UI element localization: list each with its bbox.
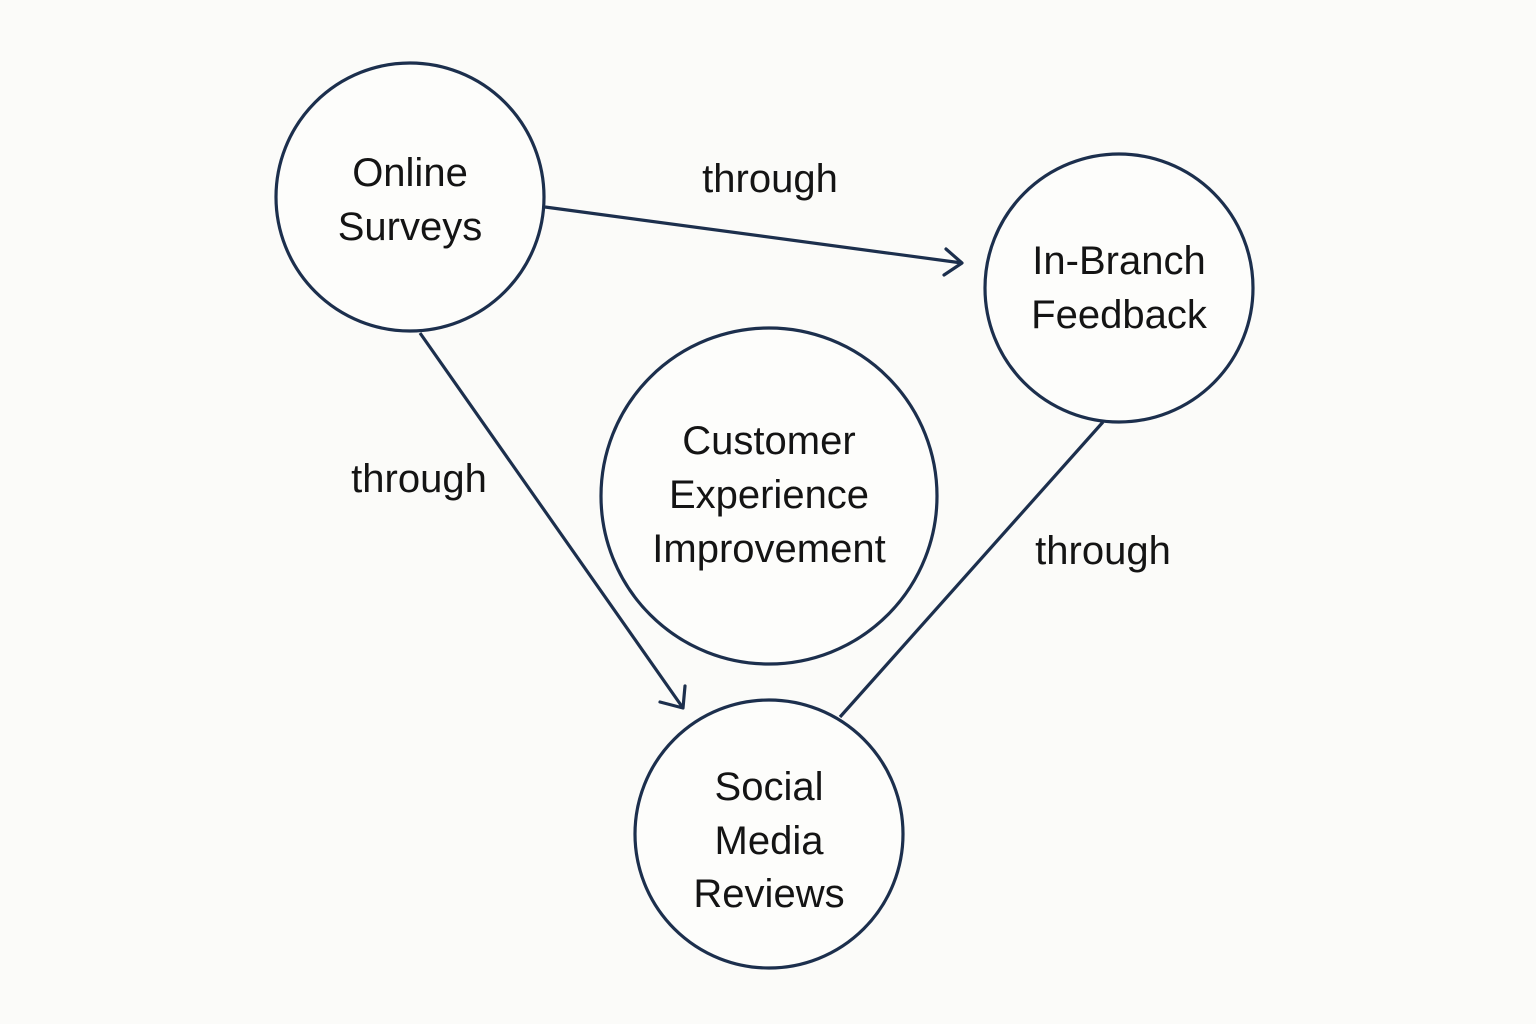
node-label-online-surveys-line2: Surveys	[338, 205, 483, 249]
edge-label-branch-to-social: through	[1035, 529, 1171, 573]
node-customer-experience-improvement: Customer Experience Improvement	[599, 326, 939, 666]
edge-label-surveys-to-branch: through	[702, 157, 838, 201]
edge-line-branch-to-social	[838, 420, 1105, 719]
node-circle-online-surveys	[274, 61, 546, 333]
node-label-online-surveys-line1: Online	[352, 151, 468, 195]
edge-line-surveys-to-social	[418, 332, 685, 709]
node-label-social-media-line1: Social	[715, 765, 824, 809]
node-in-branch-feedback: In-Branch Feedback	[983, 152, 1255, 424]
arrowhead-branch	[942, 247, 964, 277]
node-label-in-branch-feedback-line1: In-Branch	[1032, 239, 1205, 283]
node-circle-customer-experience-improvement	[599, 326, 939, 666]
node-social-media-reviews: Social Media Reviews	[633, 698, 905, 970]
node-label-in-branch-feedback-line2: Feedback	[1031, 293, 1208, 337]
node-online-surveys: Online Surveys	[274, 61, 546, 333]
edge-surveys-to-branch: through	[544, 157, 964, 277]
node-label-customer-experience-line3: Improvement	[652, 527, 885, 571]
arrowhead-social	[658, 684, 687, 710]
edge-label-surveys-to-social: through	[351, 457, 487, 501]
edge-branch-to-social: through	[838, 420, 1171, 719]
edge-line-surveys-to-branch	[544, 205, 963, 265]
node-circle-social-media-reviews	[633, 698, 905, 970]
node-label-customer-experience-line2: Experience	[669, 473, 869, 517]
node-label-social-media-line3: Reviews	[693, 872, 844, 916]
node-circle-in-branch-feedback	[983, 152, 1255, 424]
node-label-social-media-line2: Media	[715, 819, 825, 863]
edge-surveys-to-social: through	[351, 332, 687, 710]
node-label-customer-experience-line1: Customer	[682, 419, 855, 463]
